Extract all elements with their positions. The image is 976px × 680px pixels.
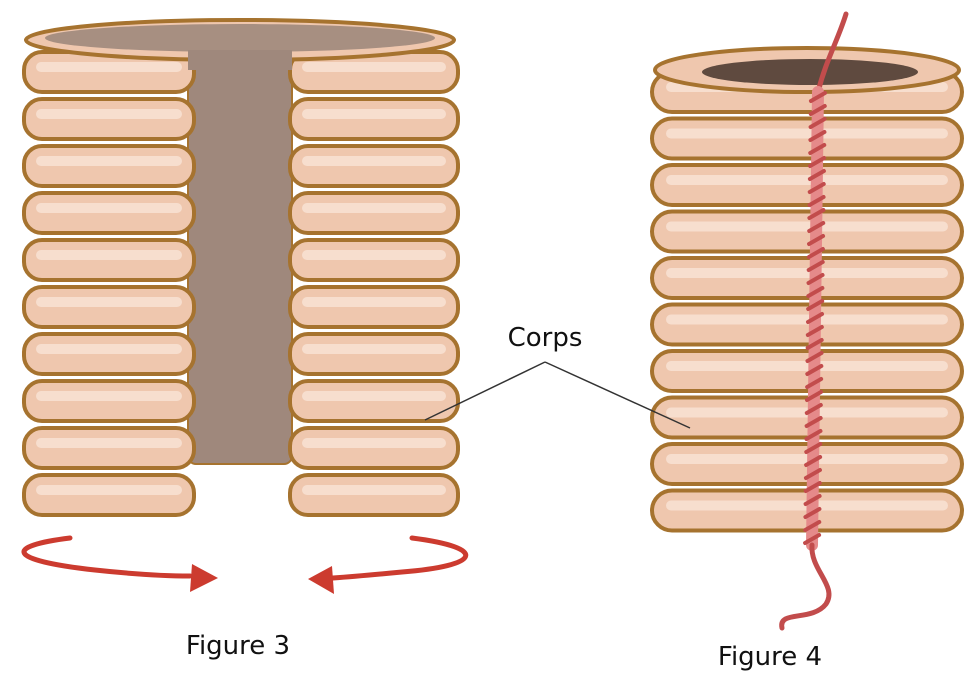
ring-highlight: [302, 250, 446, 260]
right-rotation-arrow: [333, 538, 466, 578]
left-arrow-head: [190, 564, 218, 592]
top-opening: [702, 59, 918, 85]
left-rotation-arrow: [24, 538, 190, 576]
ring-highlight: [302, 62, 446, 72]
ring-highlight: [36, 250, 182, 260]
ring-highlight: [36, 156, 182, 166]
ring-highlight: [36, 438, 182, 448]
figure-4-top-opening: [655, 48, 959, 92]
ring-highlight: [36, 485, 182, 495]
ring-highlight: [36, 344, 182, 354]
ring-highlight: [302, 297, 446, 307]
corps-annotation: Corps: [425, 323, 690, 428]
right-arrow-head: [308, 566, 334, 594]
figure-4-wound-spool: [652, 14, 962, 628]
rotation-arrows: [24, 538, 466, 594]
ring-highlight: [36, 203, 182, 213]
ring-highlight: [666, 222, 948, 232]
core-top-band: [188, 50, 292, 70]
corps-label: Corps: [508, 323, 583, 353]
figure-3-caption: Figure 3: [186, 631, 290, 661]
figure-3-spool-cut-open: [24, 20, 458, 515]
figure-4-ring: [652, 212, 962, 252]
ring-highlight: [36, 62, 182, 72]
figure-3-ring: [24, 475, 458, 515]
ring-highlight: [302, 156, 446, 166]
figure-4-ring: [652, 258, 962, 298]
figure-4-caption: Figure 4: [718, 642, 822, 672]
ring-highlight: [302, 203, 446, 213]
figure-4-ring: [652, 165, 962, 205]
figure-4-rings: [652, 72, 962, 531]
ring-highlight: [302, 344, 446, 354]
ring-highlight: [36, 391, 182, 401]
ring-highlight: [302, 485, 446, 495]
figure-4-ring: [652, 119, 962, 159]
figure-4-ring: [652, 398, 962, 438]
ring-highlight: [36, 297, 182, 307]
ring-highlight: [302, 391, 446, 401]
ring-highlight: [666, 129, 948, 139]
ring-highlight: [36, 109, 182, 119]
ring-highlight: [302, 109, 446, 119]
ring-highlight: [666, 175, 948, 185]
thread-bottom-end: [782, 545, 829, 628]
top-opening: [45, 24, 435, 52]
ring-highlight: [302, 438, 446, 448]
figure-3-core: [188, 36, 292, 464]
